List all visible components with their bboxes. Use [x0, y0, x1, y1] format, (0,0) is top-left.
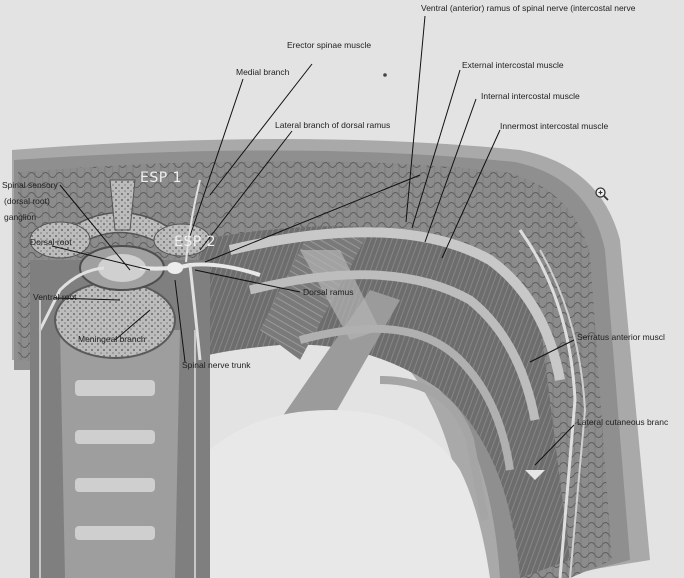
spinous-process — [110, 180, 135, 230]
label-spinal-sensory-2: (dorsal root) — [4, 197, 50, 207]
label-lateral-cutaneous: Lateral cutaneous branc — [577, 418, 668, 428]
label-dorsal-ramus: Dorsal ramus — [303, 288, 354, 298]
esp-1-marker: ESP 1 — [140, 170, 182, 186]
label-spinal-sensory-3: ganglion — [4, 213, 36, 223]
label-internal-intercostal: Internal intercostal muscle — [481, 92, 580, 102]
speck — [383, 73, 387, 77]
intervertebral-disc-4 — [75, 526, 155, 540]
esp-2-marker: ESP 2 — [174, 234, 216, 250]
label-lateral-branch-dorsal: Lateral branch of dorsal ramus — [275, 121, 390, 131]
spinal-cord — [98, 254, 146, 282]
label-spinal-sensory-1: Spinal sensory — [2, 181, 58, 191]
intervertebral-disc-1 — [75, 380, 155, 396]
label-erector-spinae: Erector spinae muscle — [287, 41, 371, 51]
label-innermost-intercostal: Innermost intercostal muscle — [500, 122, 608, 132]
zoom-in-icon[interactable] — [594, 186, 610, 202]
dorsal-root-ganglion — [167, 262, 183, 274]
label-medial-branch: Medial branch — [236, 68, 289, 78]
label-ventral-ramus: Ventral (anterior) ramus of spinal nerve… — [421, 4, 635, 14]
vertebral-body-column — [60, 330, 180, 578]
label-dorsal-root: Dorsal root — [30, 238, 72, 248]
label-external-intercostal: External intercostal muscle — [462, 61, 564, 71]
label-meningeal-branch: Meningeal branch — [78, 335, 146, 345]
intervertebral-disc-2 — [75, 430, 155, 444]
label-ventral-root: Ventral root — [33, 293, 76, 303]
label-serratus-anterior: Serratus anterior muscl — [577, 333, 665, 343]
label-spinal-nerve-trunk: Spinal nerve trunk — [182, 361, 251, 371]
intervertebral-disc-3 — [75, 478, 155, 492]
